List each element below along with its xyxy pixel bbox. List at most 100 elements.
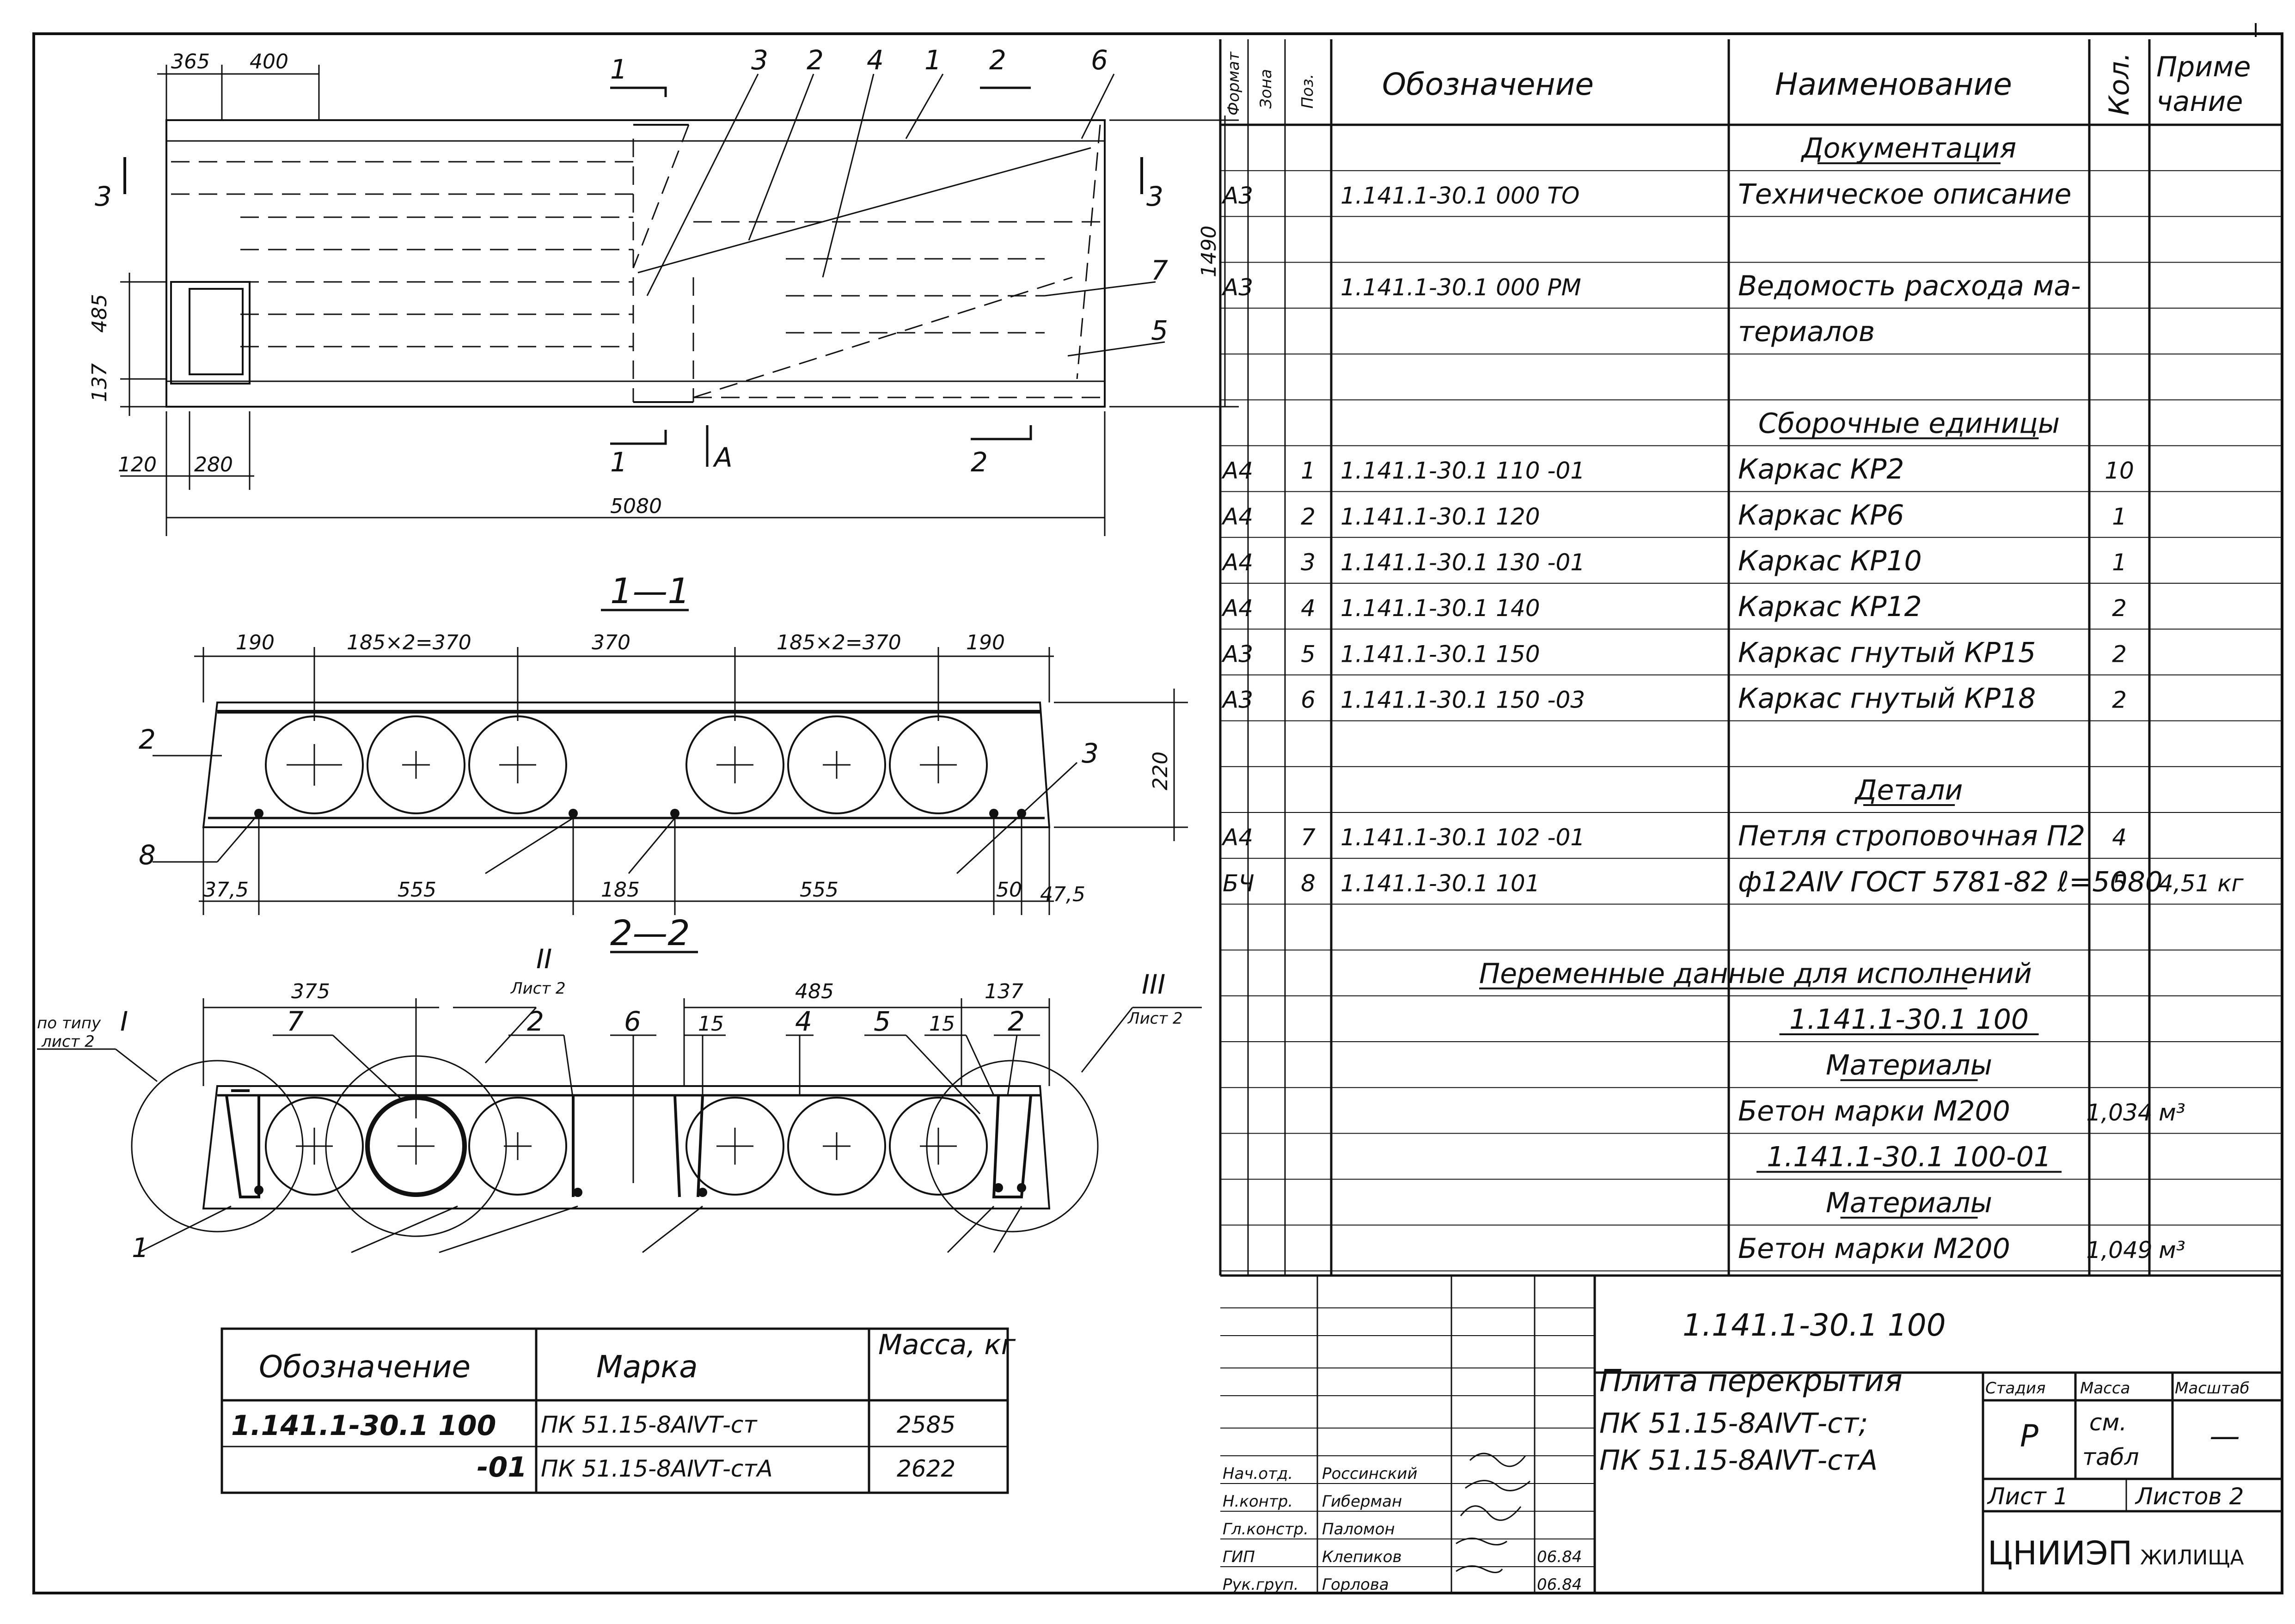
s22-callout-15b: 15 [929, 1012, 955, 1036]
spec-name: териалов [1738, 316, 1875, 348]
section-2-2-title: 2—2 [610, 912, 690, 953]
spec-designation: 1.141.1-30.1 140 [1340, 595, 1540, 622]
mark-row2-mass: 2622 [897, 1455, 955, 1482]
spec-format: БЧ [1223, 870, 1255, 897]
node-II-label: Лист 2 [510, 979, 566, 998]
staff-date: 06.84 [1537, 1575, 1582, 1594]
section-mark-1-top: 1 [610, 54, 627, 85]
mark-row1-designation: 1.141.1-30.1 100 [231, 1410, 496, 1442]
s11-dim-370-mid: 370 [592, 631, 630, 654]
spec-qty: 1,049 [2086, 1237, 2152, 1264]
staff-name: Горлова [1322, 1575, 1389, 1594]
s22-dim-137: 137 [985, 980, 1023, 1003]
spec-name: Каркас КР10 [1738, 545, 1922, 577]
plan-callout-2b: 2 [989, 44, 1006, 76]
mark-header-mass: Масса, кг [878, 1329, 1016, 1361]
staff-role: Гл.констр. [1223, 1520, 1309, 1539]
spec-pos: 6 [1301, 687, 1316, 714]
s22-dim-485: 485 [795, 980, 834, 1003]
dim-1490: 1490 [1197, 226, 1221, 277]
mark-header-designation: Обозначение [259, 1349, 471, 1385]
staff-role: ГИП [1223, 1548, 1255, 1566]
s11-callout-3: 3 [1082, 738, 1099, 769]
spec-designation: 1.141.1-30.1 110 -01 [1340, 458, 1585, 484]
plan-view [120, 65, 1239, 536]
scale-label: Масштаб [2175, 1379, 2250, 1398]
section-1-1-title: 1—1 [610, 570, 690, 611]
plan-callout-1: 1 [924, 44, 942, 76]
spec-name: Каркас КР6 [1738, 499, 1904, 531]
spec-qty: 2 [2112, 687, 2127, 714]
section-mark-2-bottom: 2 [971, 446, 988, 478]
spec-format: А4 [1221, 824, 1253, 851]
s22-callout-15a: 15 [698, 1012, 724, 1036]
spec-qty: 1,034 [2086, 1099, 2152, 1126]
spec-qty: 1 [2112, 503, 2127, 530]
spec-pos: 5 [1301, 641, 1316, 667]
spec-name: Каркас гнутый КР15 [1738, 636, 2036, 669]
node-I-label-1: по типу [37, 1014, 101, 1032]
spec-header-format: Формат [1224, 51, 1243, 116]
spec-format: А3 [1221, 274, 1253, 301]
spec-qty: 2 [2112, 641, 2127, 667]
spec-format: А4 [1221, 503, 1253, 530]
spec-pos: 1 [1301, 458, 1316, 484]
title-line-3: ПК 51.15-8АⅣТ-стА [1599, 1444, 1878, 1477]
stage-label: Стадия [1985, 1379, 2045, 1398]
spec-name: ф12АⅣ ГОСТ 5781-82 ℓ=5080 [1738, 866, 2163, 898]
staff-role: Рук.груп. [1223, 1575, 1299, 1594]
spec-name: Каркас КР2 [1738, 453, 1904, 486]
dim-5080: 5080 [610, 495, 662, 518]
node-III-circle [926, 1060, 1099, 1233]
s22-callout-1: 1 [132, 1232, 149, 1264]
node-III-label: Лист 2 [1127, 1009, 1183, 1028]
section-mark-3-right: 3 [1146, 181, 1163, 212]
spec-section-heading: Переменные данные для исполнений [1479, 958, 2032, 990]
plan-callout-2: 2 [807, 44, 824, 76]
spec-format: А3 [1221, 182, 1253, 209]
scale-value: — [2209, 1418, 2240, 1454]
spec-format: А3 [1221, 687, 1253, 714]
slab-outline [165, 119, 1106, 408]
spec-pos: 4 [1301, 595, 1316, 622]
mark-header-mark: Марка [596, 1349, 698, 1385]
sheet-number: Лист 1 [1987, 1483, 2068, 1510]
section-mark-a: A [712, 442, 733, 473]
stage-value: Р [2020, 1418, 2038, 1454]
mark-row2-designation: -01 [477, 1451, 527, 1484]
spec-designation: 1.141.1-30.1 130 -01 [1340, 549, 1585, 576]
section-2-2 [37, 951, 1202, 1253]
dim-120: 120 [118, 453, 157, 476]
spec-name: Каркас гнутый КР18 [1738, 683, 2036, 715]
mass-label: Масса [2080, 1379, 2130, 1398]
dim-280: 280 [194, 453, 233, 476]
spec-header-name: Наименование [1775, 67, 2012, 102]
spec-designation: 1.141.1-30.1 120 [1340, 503, 1540, 530]
slab-section-2-outline [202, 1085, 1051, 1209]
spec-qty: 1 [2112, 549, 2127, 576]
spec-pos: 8 [1301, 870, 1316, 897]
spec-section-heading: 1.141.1-30.1 100-01 [1767, 1141, 2051, 1173]
s22-callout-2a: 2 [527, 1006, 544, 1037]
spec-name: Бетон марки М200 [1738, 1233, 2010, 1265]
s11-callout-2: 2 [139, 724, 156, 755]
node-I-number: I [120, 1006, 128, 1037]
spec-qty: 2 [2112, 595, 2127, 622]
s11-dim-370-left: 185×2=370 [347, 631, 471, 654]
spec-header-designation: Обозначение [1382, 67, 1594, 102]
s11-dim-185: 185 [601, 878, 640, 902]
staff-name: Гиберман [1322, 1492, 1402, 1511]
mark-table-grid [220, 1327, 1009, 1494]
s22-dim-375: 375 [291, 980, 330, 1003]
title-line-1: Плита перекрытия [1599, 1363, 1903, 1398]
org-name-2: ЖИЛИЩА [2140, 1546, 2244, 1569]
s11-dim-37-5: 37,5 [203, 878, 249, 902]
s22-callout-6: 6 [624, 1006, 641, 1037]
s11-dim-220: 220 [1149, 751, 1172, 790]
s22-callout-4: 4 [795, 1006, 812, 1037]
staff-role: Нач.отд. [1223, 1465, 1293, 1483]
plan-callout-7: 7 [1151, 255, 1168, 286]
title-block-grid [1220, 1274, 2281, 1594]
spec-section-heading: 1.141.1-30.1 100 [1789, 1003, 2029, 1036]
sheets-total: Листов 2 [2135, 1483, 2244, 1510]
